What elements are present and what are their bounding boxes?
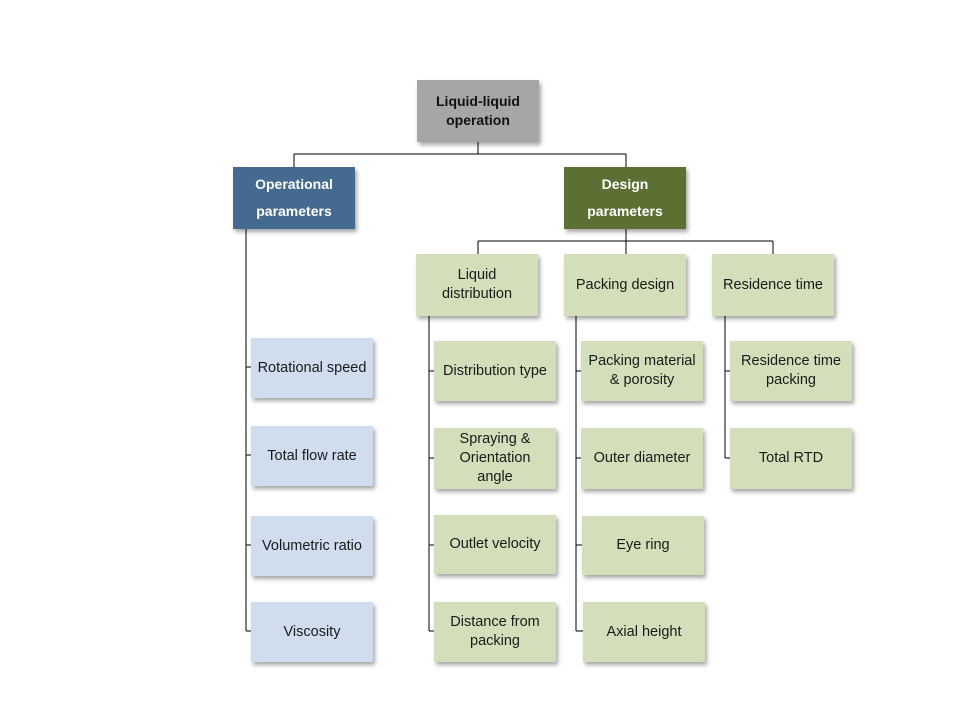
packing-design-item-axial-height: Axial height: [583, 602, 705, 662]
operational-item-rotational-speed: Rotational speed: [251, 338, 373, 398]
liquid-distribution-item-spraying-orientation: Spraying & Orientation angle: [434, 428, 556, 489]
liquid-distribution-item-outlet-velocity: Outlet velocity: [434, 515, 556, 574]
packing-design-item-material-porosity: Packing material & porosity: [581, 341, 703, 401]
operational-parameters-node: Operational parameters: [233, 167, 355, 229]
operational-item-viscosity: Viscosity: [251, 602, 373, 662]
group-residence-time-node: Residence time: [712, 254, 834, 316]
liquid-distribution-item-distribution-type: Distribution type: [434, 341, 556, 401]
packing-design-item-eye-ring: Eye ring: [582, 516, 704, 575]
operational-item-total-flow-rate: Total flow rate: [251, 426, 373, 486]
group-packing-design-node: Packing design: [564, 254, 686, 316]
residence-time-item-total-rtd: Total RTD: [730, 428, 852, 489]
group-liquid-distribution-node: Liquid distribution: [416, 254, 538, 316]
packing-design-item-outer-diameter: Outer diameter: [581, 428, 703, 489]
liquid-distribution-item-distance-from-packing: Distance from packing: [434, 602, 556, 662]
design-parameters-node: Design parameters: [564, 167, 686, 229]
residence-time-item-packing: Residence time packing: [730, 341, 852, 401]
root-node: Liquid-liquid operation: [417, 80, 539, 142]
operational-item-volumetric-ratio: Volumetric ratio: [251, 516, 373, 576]
